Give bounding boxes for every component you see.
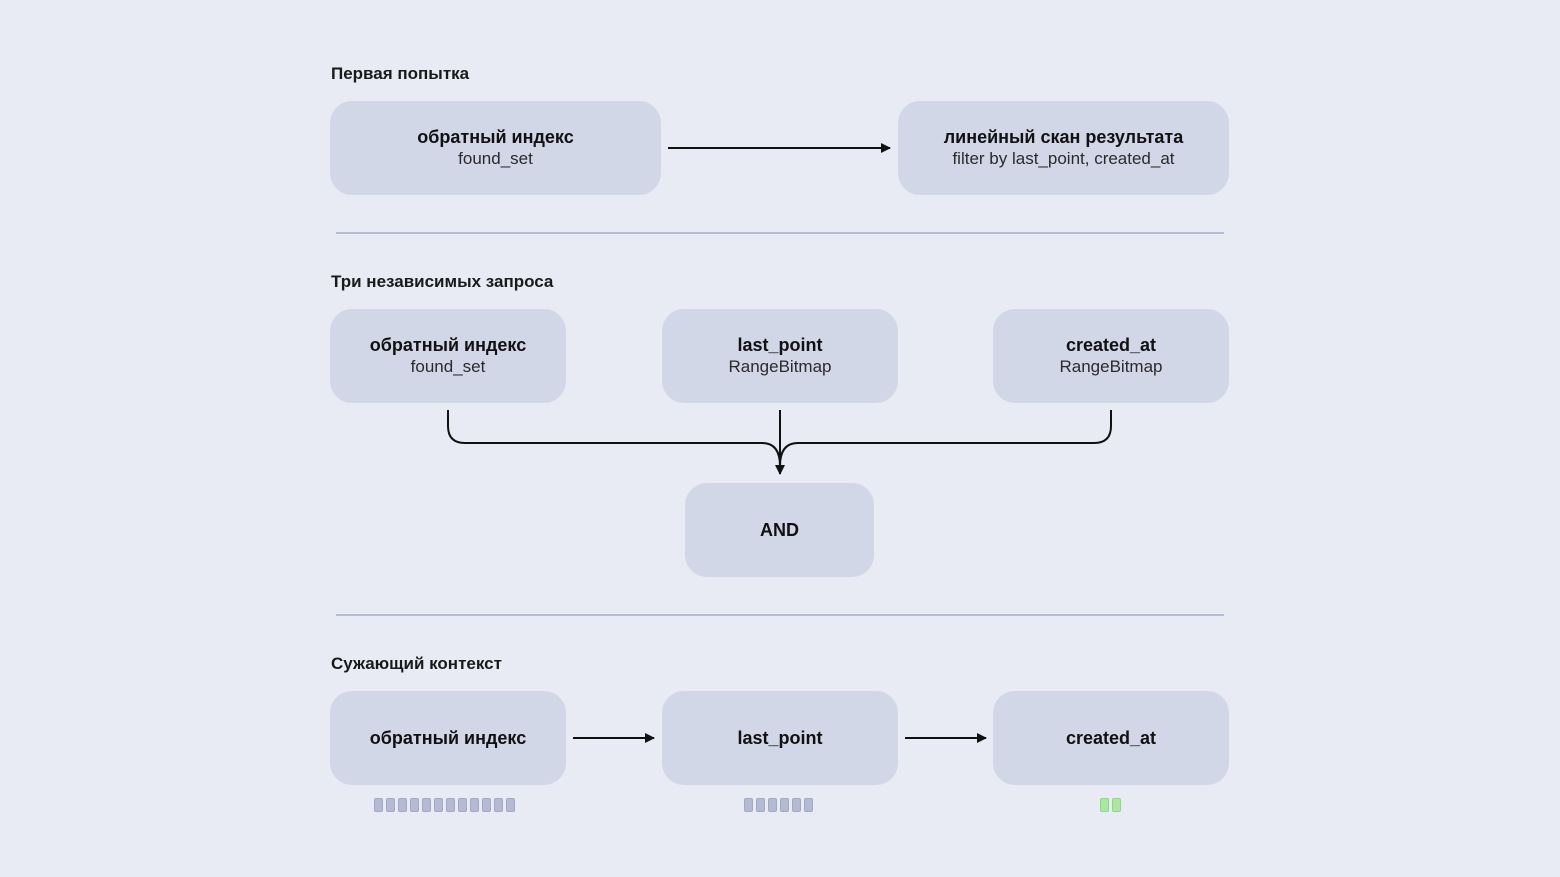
box-sublabel: RangeBitmap <box>728 357 832 376</box>
box-and: AND <box>685 483 874 577</box>
box-created-at: created_at RangeBitmap <box>993 309 1229 403</box>
divider <box>336 232 1224 234</box>
result-chip <box>458 798 467 812</box>
box-label: AND <box>760 520 799 540</box>
box-label: обратный индекс <box>369 728 527 748</box>
box-last-point: last_point <box>662 691 898 785</box>
result-set-index <box>374 798 515 813</box>
connector-index-to-and <box>447 410 781 467</box>
result-set-created-at <box>1100 798 1121 813</box>
result-chip <box>386 798 395 812</box>
box-sublabel: found_set <box>458 149 533 168</box>
result-chip <box>804 798 813 812</box>
result-chip <box>374 798 383 812</box>
box-sublabel: filter by last_point, created_at <box>952 149 1175 168</box>
result-chip <box>494 798 503 812</box>
result-chip <box>744 798 753 812</box>
result-chip <box>780 798 789 812</box>
connector-created-to-and <box>779 410 1112 467</box>
result-chip <box>470 798 479 812</box>
result-chip <box>482 798 491 812</box>
result-chip <box>1100 798 1109 812</box>
box-last-point: last_point RangeBitmap <box>662 309 898 403</box>
section-title-three-queries: Три независимых запроса <box>331 272 554 291</box>
box-linear-scan: линейный скан результата filter by last_… <box>898 101 1229 195</box>
box-sublabel: found_set <box>410 357 486 376</box>
result-chip <box>446 798 455 812</box>
divider <box>336 614 1224 616</box>
box-inverted-index: обратный индекс found_set <box>330 101 661 195</box>
result-chip <box>506 798 515 812</box>
box-inverted-index: обратный индекс found_set <box>330 309 566 403</box>
result-chip <box>410 798 419 812</box>
result-chip <box>756 798 765 812</box>
box-sublabel: RangeBitmap <box>1059 357 1163 376</box>
result-chip <box>398 798 407 812</box>
box-label: created_at <box>1065 728 1157 748</box>
box-label: обратный индекс <box>417 127 574 147</box>
result-chip <box>422 798 431 812</box>
box-created-at: created_at <box>993 691 1229 785</box>
box-label: last_point <box>737 335 823 355</box>
result-chip <box>434 798 443 812</box>
box-label: линейный скан результата <box>943 127 1184 147</box>
result-chip <box>792 798 801 812</box>
result-chip <box>768 798 777 812</box>
box-label: last_point <box>737 728 823 748</box>
section-title-narrowing-context: Сужающий контекст <box>331 654 502 673</box>
result-chip <box>1112 798 1121 812</box>
section-title-first-attempt: Первая попытка <box>331 64 470 83</box>
box-label: created_at <box>1065 335 1157 355</box>
box-inverted-index: обратный индекс <box>330 691 566 785</box>
box-label: обратный индекс <box>369 335 527 355</box>
result-set-last-point <box>744 798 813 813</box>
